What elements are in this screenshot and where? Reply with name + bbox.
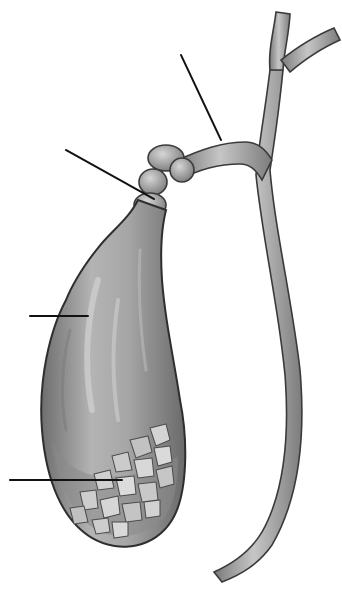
gallbladder-body (41, 200, 185, 547)
cystic-duct-leader (181, 55, 221, 140)
hepatic-duct-branches (270, 12, 340, 72)
